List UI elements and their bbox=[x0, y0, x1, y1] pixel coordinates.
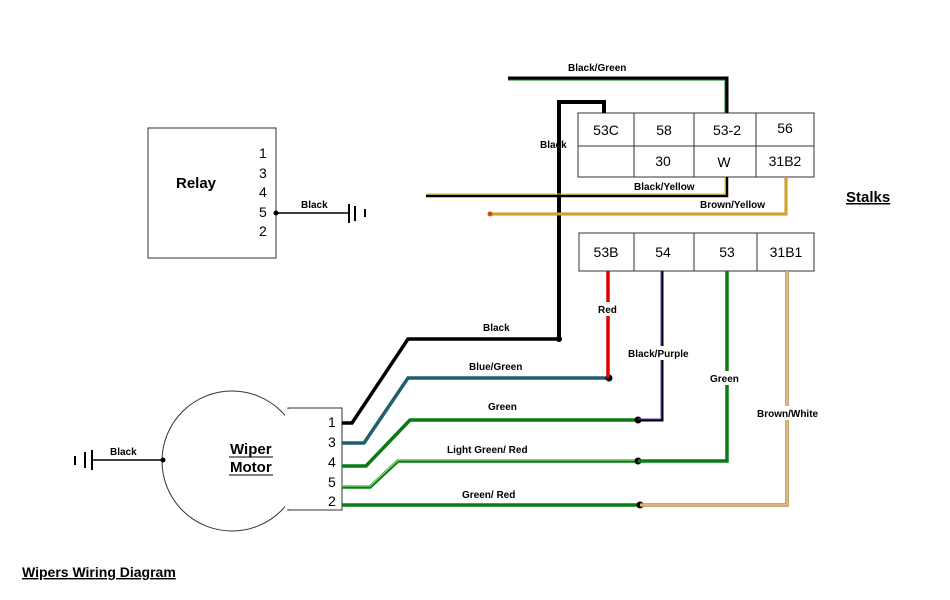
terminal-54: 54 bbox=[655, 244, 671, 260]
relay-ground: Black bbox=[273, 200, 366, 223]
relay-pin: 1 bbox=[259, 145, 267, 161]
svg-text:Green/ Red: Green/ Red bbox=[462, 490, 515, 501]
terminal-53b: 53B bbox=[594, 244, 619, 260]
svg-text:Black: Black bbox=[540, 140, 567, 151]
wire-black-green: Black/Green bbox=[508, 63, 729, 113]
svg-text:Brown/Yellow: Brown/Yellow bbox=[700, 200, 765, 211]
wire-red: Red bbox=[597, 271, 621, 378]
stalks-label: Stalks bbox=[846, 189, 890, 206]
motor-label-2: Motor bbox=[230, 459, 272, 476]
wire-brown-yellow: Brown/Yellow bbox=[487, 177, 788, 217]
motor-label-1: Wiper bbox=[230, 441, 272, 458]
wire-motor-1-black: Black bbox=[342, 323, 559, 425]
terminal-31b1: 31B1 bbox=[770, 244, 803, 260]
motor-connector bbox=[287, 407, 343, 511]
terminal-56: 56 bbox=[777, 120, 793, 136]
svg-text:Blue/Green: Blue/Green bbox=[469, 362, 522, 373]
terminal-31b2: 31B2 bbox=[769, 153, 802, 169]
relay-pin: 5 bbox=[259, 204, 267, 220]
relay-box bbox=[147, 127, 277, 259]
relay-pin: 2 bbox=[259, 223, 267, 239]
motor-ground: Black bbox=[74, 447, 166, 470]
svg-text:Green: Green bbox=[488, 402, 517, 413]
motor-pin: 5 bbox=[328, 474, 336, 490]
relay-pin: 4 bbox=[259, 184, 267, 200]
svg-text:Brown/White: Brown/White bbox=[757, 409, 819, 420]
terminal-w: W bbox=[717, 154, 731, 170]
wiper-motor: Wiper Motor 1 3 4 5 2 bbox=[161, 390, 343, 532]
stalk-connector-lower: 53B 54 53 31B1 bbox=[578, 232, 815, 272]
relay: Relay 1 3 4 5 2 bbox=[147, 127, 277, 259]
relay-label: Relay bbox=[176, 175, 217, 192]
svg-text:Black/Yellow: Black/Yellow bbox=[634, 182, 695, 193]
terminal-53-2: 53-2 bbox=[713, 122, 741, 138]
wire-brown-white: Brown/White bbox=[640, 271, 828, 507]
wire-motor-5-light-green-red: Light Green/ Red bbox=[342, 445, 642, 489]
terminal-53c: 53C bbox=[593, 122, 619, 138]
relay-pin: 3 bbox=[259, 165, 267, 181]
svg-text:Black: Black bbox=[110, 447, 137, 458]
svg-text:Red: Red bbox=[598, 305, 617, 316]
motor-pin: 2 bbox=[328, 493, 336, 509]
svg-text:Green: Green bbox=[710, 374, 739, 385]
svg-text:Light Green/ Red: Light Green/ Red bbox=[447, 445, 528, 456]
svg-text:Black/Green: Black/Green bbox=[568, 63, 626, 74]
svg-text:Black/Purple: Black/Purple bbox=[628, 349, 689, 360]
diagram-title: Wipers Wiring Diagram bbox=[22, 564, 176, 580]
wire-label-black: Black bbox=[301, 200, 328, 211]
motor-pin: 1 bbox=[328, 414, 336, 430]
stalk-connector-upper: 53C 58 53-2 56 30 W 31B2 bbox=[577, 112, 815, 178]
terminal-53: 53 bbox=[719, 244, 735, 260]
wire-motor-2-green-red: Green/ Red bbox=[342, 490, 644, 509]
svg-text:Black: Black bbox=[483, 323, 510, 334]
wire-green-53: Green bbox=[638, 271, 745, 463]
terminal-58: 58 bbox=[656, 122, 672, 138]
wire-black-yellow: Black/Yellow bbox=[426, 177, 729, 198]
wire-black-purple: Black/Purple bbox=[627, 271, 697, 422]
terminal-30: 30 bbox=[655, 153, 671, 169]
motor-pin: 3 bbox=[328, 434, 336, 450]
motor-pin: 4 bbox=[328, 454, 336, 470]
